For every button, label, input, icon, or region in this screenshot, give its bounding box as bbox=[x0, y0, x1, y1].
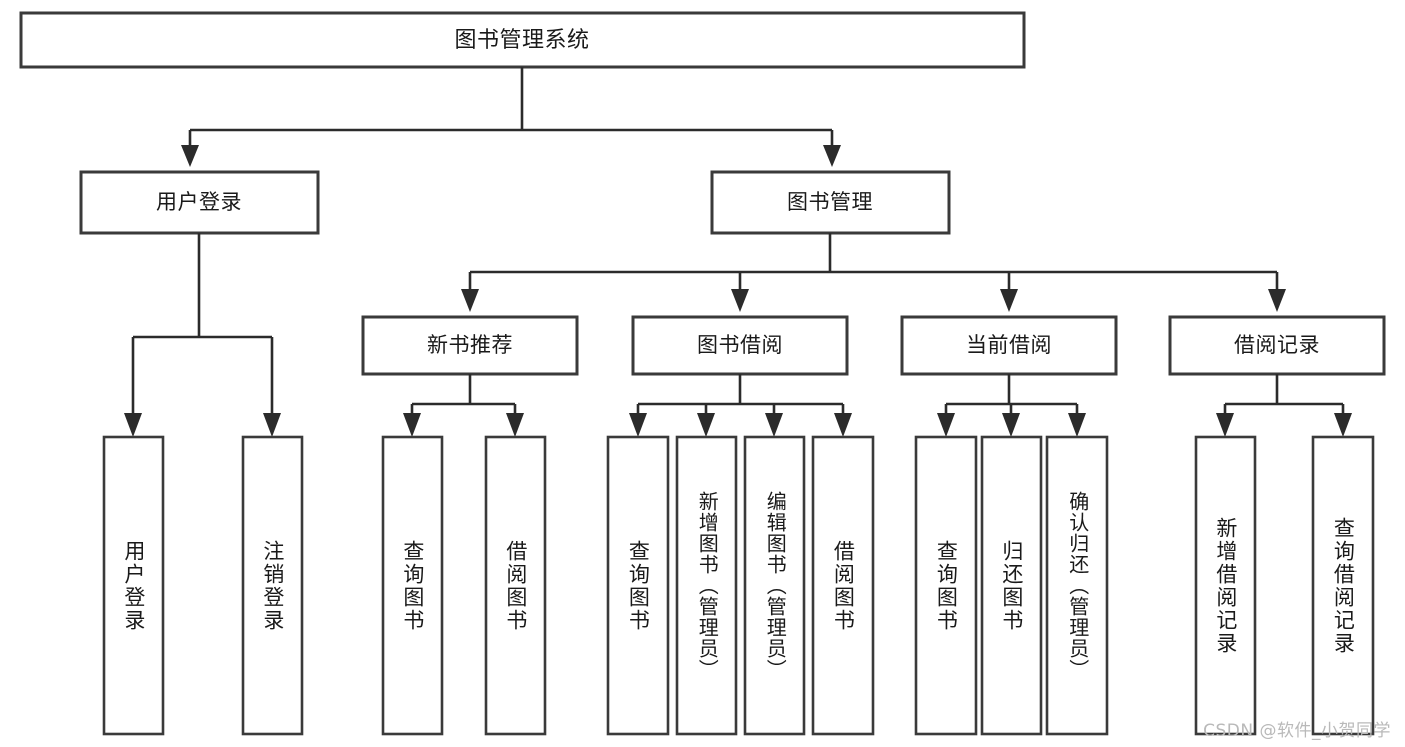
leaf-box-borrow-record-1[interactable] bbox=[1311, 435, 1375, 736]
leaf-box-book-borrow-3[interactable] bbox=[811, 435, 875, 736]
arrow-head-icon bbox=[937, 413, 955, 437]
arrow-head-icon bbox=[1334, 413, 1352, 437]
leaf-box-current-borrow-0[interactable] bbox=[914, 435, 978, 736]
node-root-box bbox=[19, 11, 1026, 69]
node-current-borrow-label: 当前借阅 bbox=[966, 333, 1052, 357]
node-current-borrow-box bbox=[900, 315, 1118, 376]
connector-book-management-to-level3 bbox=[461, 233, 1286, 312]
connector-book-borrow-to-leaves bbox=[629, 374, 852, 437]
connector-root-to-level2 bbox=[181, 67, 841, 167]
arrow-head-icon bbox=[461, 289, 479, 312]
arrow-head-icon bbox=[697, 413, 715, 437]
node-user-login-label: 用户登录 bbox=[156, 190, 242, 214]
connector-user-login-to-leaves bbox=[124, 233, 281, 437]
arrow-head-icon bbox=[1002, 413, 1020, 437]
node-current-borrow[interactable]: 当前借阅 bbox=[900, 315, 1118, 376]
leaf-box-book-borrow-0[interactable] bbox=[606, 435, 670, 736]
leaf-box-user-login-0[interactable] bbox=[102, 435, 165, 736]
node-user-login-box bbox=[79, 170, 320, 235]
leaf-box-book-borrow-1[interactable] bbox=[675, 435, 738, 736]
node-user-login[interactable]: 用户登录 bbox=[79, 170, 320, 235]
leaf-box-new-book-recommend-1[interactable] bbox=[484, 435, 547, 736]
node-book-borrow[interactable]: 图书借阅 bbox=[631, 315, 849, 376]
arrow-head-icon bbox=[403, 413, 421, 437]
arrow-head-icon bbox=[834, 413, 852, 437]
leaf-box-current-borrow-2[interactable] bbox=[1045, 435, 1109, 736]
node-new-book-recommend-label: 新书推荐 bbox=[427, 333, 513, 357]
node-root[interactable]: 图书管理系统 bbox=[19, 11, 1026, 69]
connector-borrow-record-to-leaves bbox=[1216, 374, 1352, 437]
arrow-head-icon bbox=[1216, 413, 1234, 437]
connector-current-borrow-to-leaves bbox=[937, 374, 1086, 437]
arrow-head-icon bbox=[506, 413, 524, 437]
arrow-head-icon bbox=[1268, 289, 1286, 312]
node-book-management[interactable]: 图书管理 bbox=[710, 170, 951, 235]
arrow-head-icon bbox=[1000, 289, 1018, 312]
arrow-head-icon bbox=[629, 413, 647, 437]
node-book-management-label: 图书管理 bbox=[787, 190, 873, 214]
arrow-head-icon bbox=[1068, 413, 1086, 437]
node-borrow-record[interactable]: 借阅记录 bbox=[1168, 315, 1386, 376]
arrow-head-icon bbox=[124, 413, 142, 437]
leaf-box-new-book-recommend-0[interactable] bbox=[381, 435, 444, 736]
arrow-head-icon bbox=[181, 145, 199, 167]
arrow-head-icon bbox=[731, 289, 749, 312]
leaf-box-user-login-1[interactable] bbox=[241, 435, 304, 736]
node-borrow-record-label: 借阅记录 bbox=[1234, 333, 1320, 357]
connector-new-book-recommend-to-leaves bbox=[403, 374, 524, 437]
node-book-borrow-label: 图书借阅 bbox=[697, 333, 783, 357]
leaf-box-current-borrow-1[interactable] bbox=[980, 435, 1043, 736]
leaf-box-borrow-record-0[interactable] bbox=[1194, 435, 1257, 736]
node-new-book-recommend-box bbox=[361, 315, 579, 376]
node-new-book-recommend[interactable]: 新书推荐 bbox=[361, 315, 579, 376]
arrow-head-icon bbox=[823, 145, 841, 167]
arrow-head-icon bbox=[765, 413, 783, 437]
leaf-box-book-borrow-2[interactable] bbox=[743, 435, 806, 736]
arrow-head-icon bbox=[263, 413, 281, 437]
node-root-label: 图书管理系统 bbox=[454, 28, 589, 53]
